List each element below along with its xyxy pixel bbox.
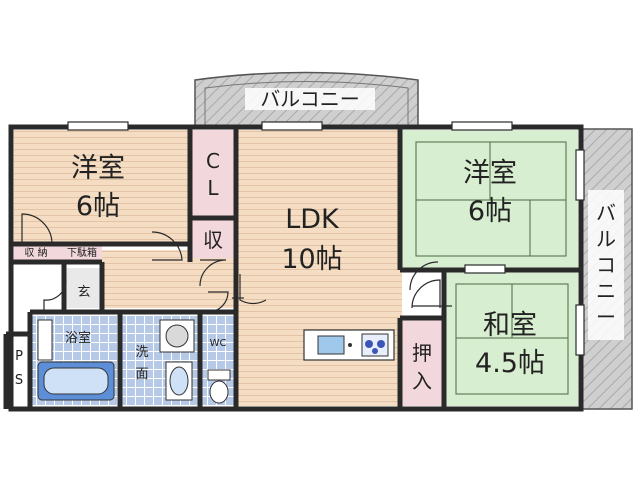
windows [67, 121, 585, 356]
hallway-floor [102, 250, 238, 308]
entrance-label: 玄 [77, 285, 90, 300]
washing-machine-icon [159, 319, 195, 353]
western-room-1-floor [14, 130, 190, 242]
svg-text:ニ: ニ [596, 279, 616, 303]
ps-label-p: P [15, 349, 23, 364]
closet-label-l: L [207, 176, 219, 200]
oshiire-closet [402, 320, 442, 406]
balcony-top-label: バルコニー [260, 87, 360, 111]
bathtub-icon [37, 361, 115, 401]
oshiire-label-2: 入 [412, 369, 432, 393]
closet-label-c: C [206, 149, 220, 173]
washroom-label-2: 面 [135, 367, 148, 382]
tatami-lines [415, 141, 569, 395]
western-room-1-size: 6帖 [76, 191, 120, 222]
ldk-size: 10帖 [281, 244, 342, 275]
svg-text:コ: コ [596, 253, 616, 277]
oshiire-label-1: 押 [412, 341, 432, 365]
wash-basin-icon [165, 361, 193, 401]
entrance-floor [66, 268, 102, 308]
stove-icon [361, 333, 389, 357]
svg-text:バ: バ [596, 201, 616, 225]
western-room-2-size: 6帖 [468, 196, 512, 227]
ps-label-s: S [15, 373, 23, 388]
doors [21, 213, 452, 313]
japanese-room-name: 和室 [483, 310, 537, 341]
japanese-room-size: 4.5帖 [475, 348, 545, 379]
shoe-box-label: 下駄箱 [67, 246, 97, 259]
bathroom-label: 浴室 [65, 330, 91, 346]
washroom-label-1: 洗 [135, 345, 148, 360]
shower-icon [37, 319, 53, 361]
closet-cl [192, 130, 234, 216]
svg-text:ー: ー [596, 305, 616, 329]
balcony-right-label: バ ル コ ニ ー [596, 201, 616, 329]
storage-small [192, 220, 234, 258]
toilet-icon [207, 369, 231, 404]
storage-strip-label: 収 納 [24, 246, 47, 259]
western-room-2-name: 洋室 [463, 158, 517, 189]
kitchen-counter [303, 329, 395, 361]
svg-text:ル: ル [596, 227, 616, 251]
storage-small-label: 収 [203, 228, 223, 252]
western-room-1-name: 洋室 [71, 153, 125, 184]
ldk-name: LDK [285, 204, 340, 235]
toilet-label: WC [210, 338, 227, 349]
